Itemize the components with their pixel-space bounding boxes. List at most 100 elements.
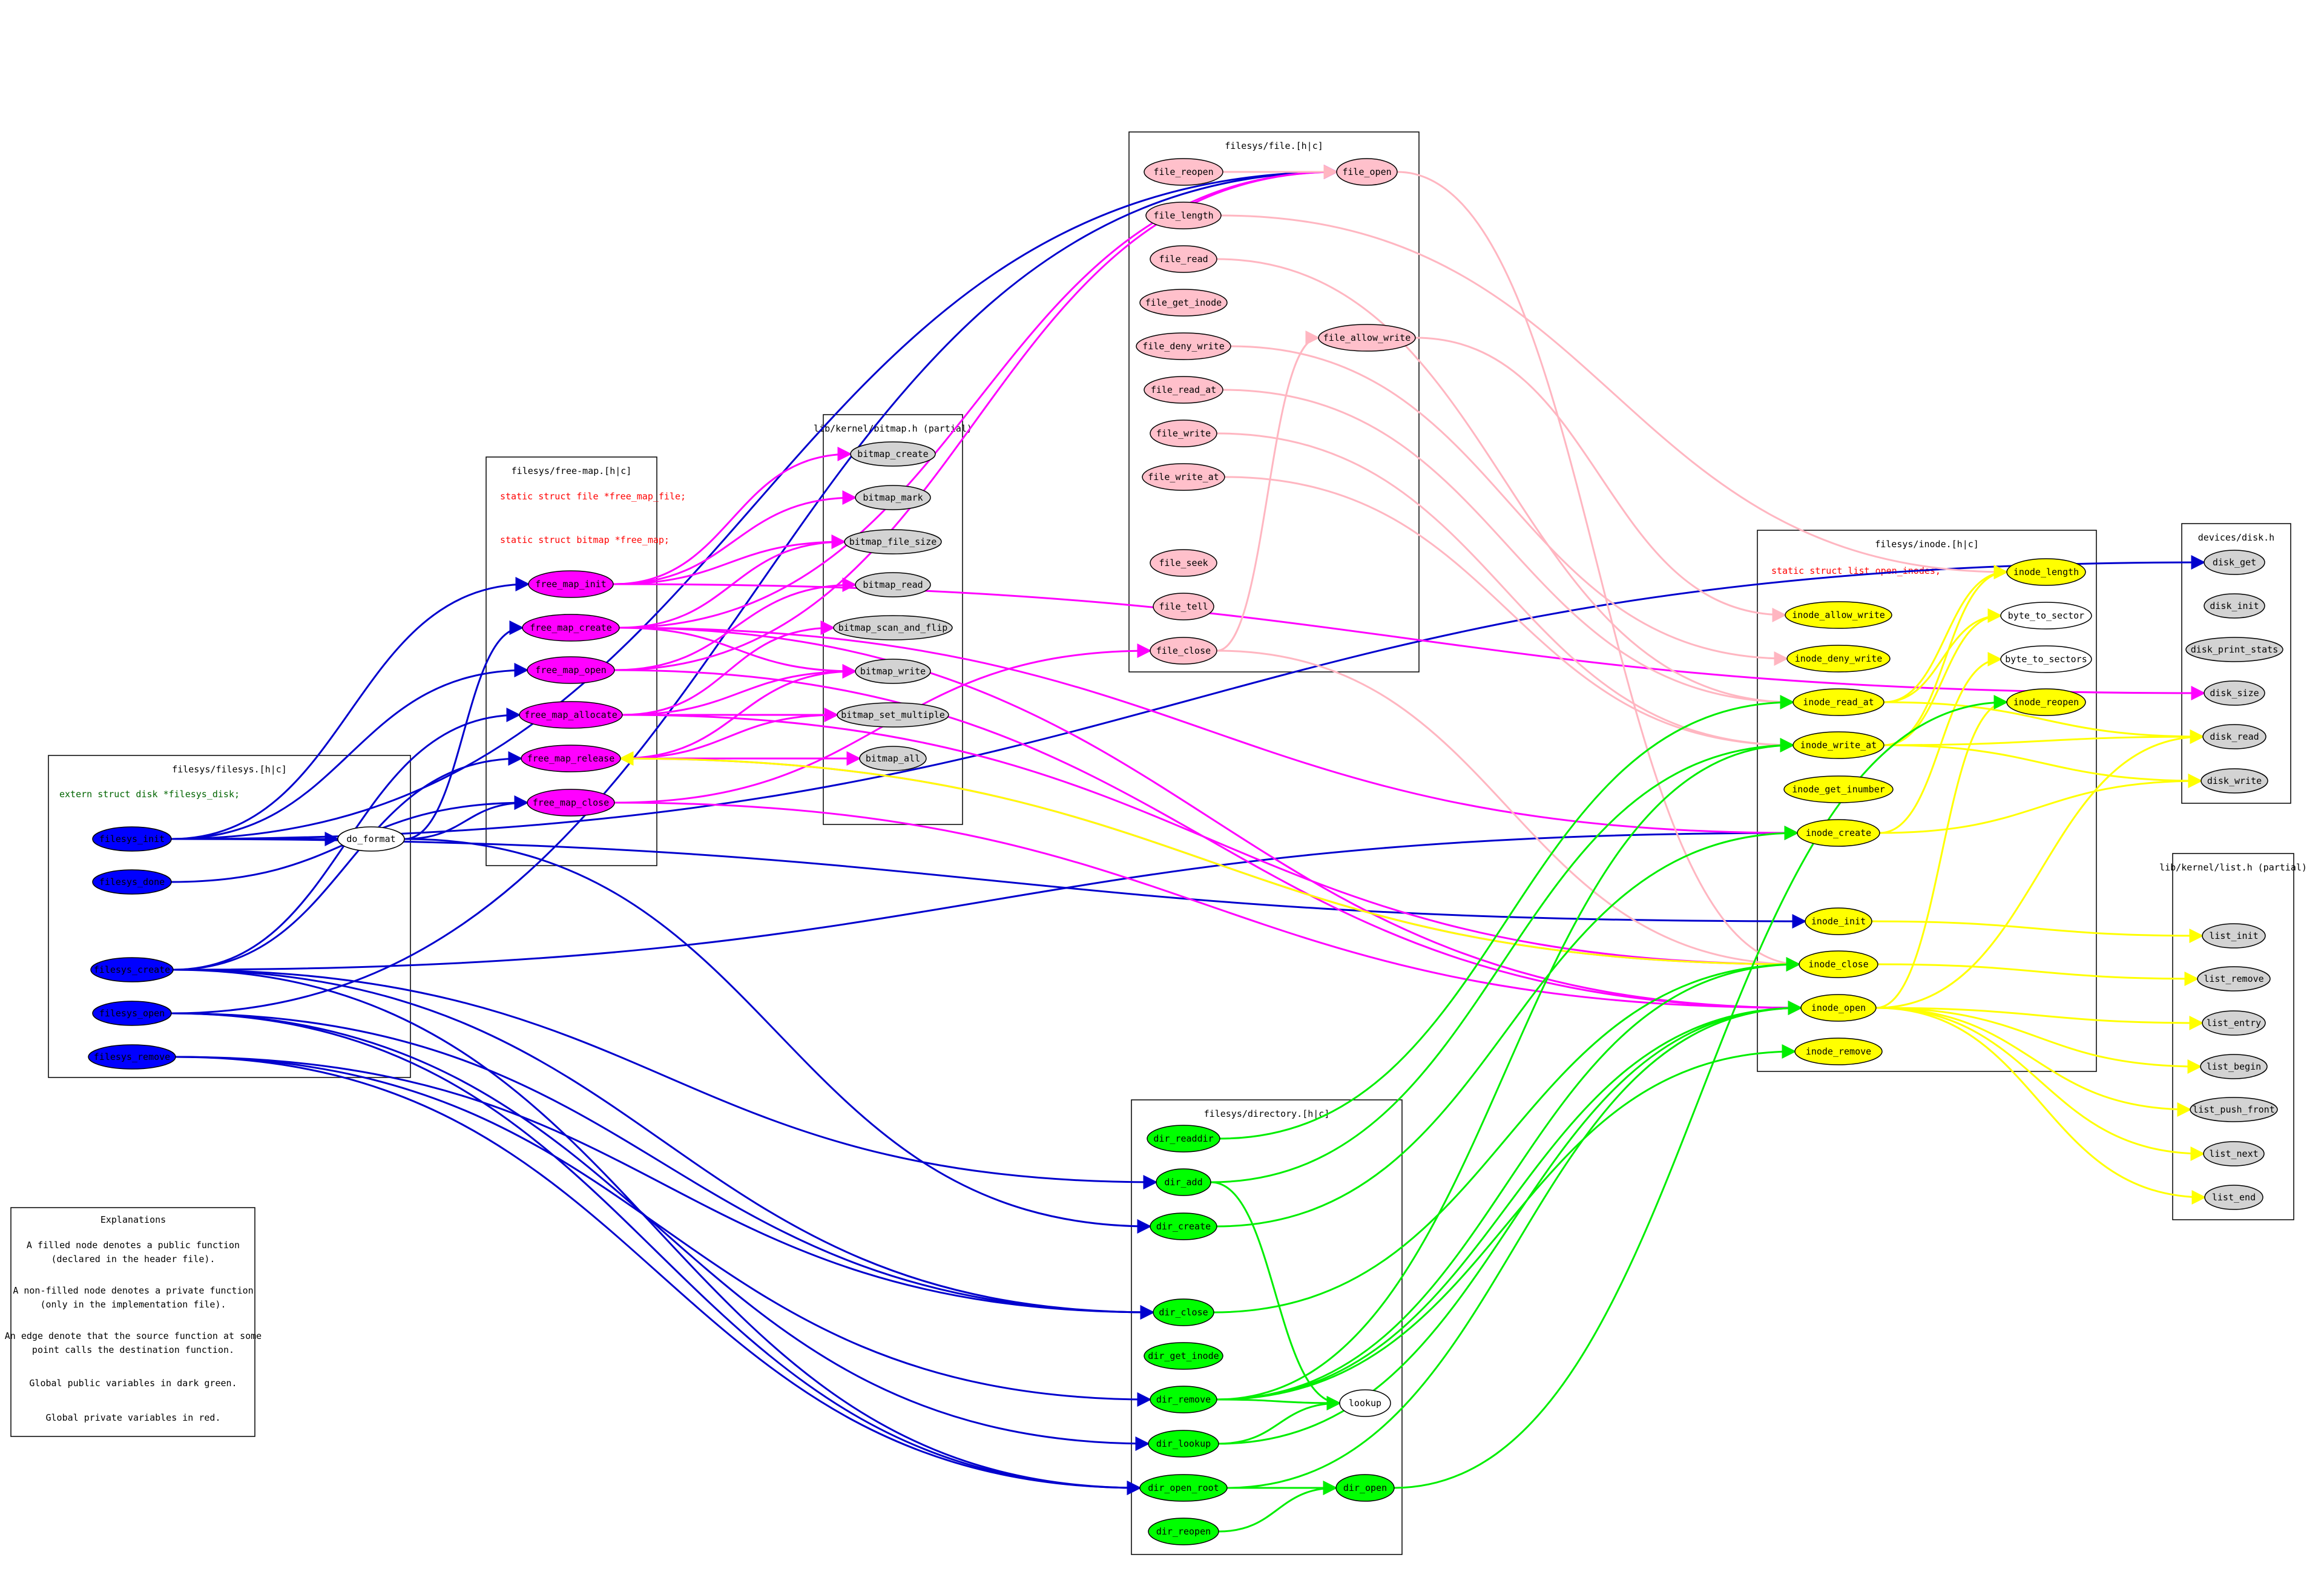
node-inode-create[interactable]: inode_create: [1797, 819, 1880, 847]
cluster-inode: filesys/inode.[h|c]static struct list op…: [1757, 530, 2097, 1072]
node-inode-get-inumber[interactable]: inode_get_inumber: [1783, 775, 1894, 803]
node-shape: [1150, 1386, 1217, 1413]
node-file-read[interactable]: file_read: [1150, 245, 1217, 273]
node-free-map-close[interactable]: free_map_close: [527, 789, 615, 817]
node-label: bitmap_all: [866, 753, 920, 764]
node-bitmap-scan-and-flip[interactable]: bitmap_scan_and_flip: [833, 615, 953, 640]
node-file-reopen[interactable]: file_reopen: [1144, 158, 1223, 186]
node-inode-read-at[interactable]: inode_read_at: [1792, 688, 1885, 716]
node-bitmap-set-multiple[interactable]: bitmap_set_multiple: [837, 702, 949, 728]
node-list-push-front[interactable]: list_push_front: [2190, 1097, 2278, 1122]
node-label: filesys_create: [94, 964, 170, 975]
node-disk-size[interactable]: disk_size: [2204, 680, 2265, 706]
node-dir-open[interactable]: dir_open: [1335, 1474, 1395, 1502]
node-free-map-init[interactable]: free_map_init: [528, 570, 614, 598]
node-inode-close[interactable]: inode_close: [1799, 950, 1878, 978]
node-shape: [2200, 1054, 2268, 1079]
node-shape: [1145, 202, 1222, 229]
node-file-write-at[interactable]: file_write_at: [1142, 463, 1225, 491]
node-dir-add[interactable]: dir_add: [1156, 1168, 1211, 1196]
node-file-seek[interactable]: file_seek: [1150, 549, 1217, 577]
node-bitmap-all[interactable]: bitmap_all: [859, 746, 927, 771]
node-label: bitmap_file_size: [849, 536, 937, 547]
node-label: dir_create: [1156, 1221, 1211, 1232]
edge-inode-close-to-free-map-release: [619, 751, 1800, 965]
node-shape: [2185, 637, 2283, 662]
node-inode-remove[interactable]: inode_remove: [1794, 1038, 1883, 1065]
node-label: byte_to_sector: [2008, 610, 2084, 621]
edge-do-format-to-free-map-create: [404, 620, 524, 840]
node-disk-get[interactable]: disk_get: [2204, 550, 2265, 575]
node-bitmap-read[interactable]: bitmap_read: [855, 572, 931, 597]
edge-filesys-remove-to-dir-close: [175, 1056, 1155, 1320]
global-variable: static struct bitmap *free_map;: [500, 535, 670, 545]
node-inode-deny-write[interactable]: inode_deny_write: [1786, 645, 1891, 673]
node-filesys-done[interactable]: filesys_done: [92, 869, 172, 895]
node-dir-lookup[interactable]: dir_lookup: [1148, 1430, 1219, 1458]
node-file-deny-write[interactable]: file_deny_write: [1136, 332, 1231, 360]
node-file-close[interactable]: file_close: [1150, 637, 1217, 665]
node-byte-to-sectors[interactable]: byte_to_sectors: [2000, 645, 2092, 673]
node-shape: [2201, 768, 2268, 794]
node-label: dir_close: [1159, 1307, 1208, 1318]
cluster-file: filesys/file.[h|c]: [1128, 131, 1420, 673]
node-disk-print-stats[interactable]: disk_print_stats: [2185, 637, 2283, 662]
node-list-entry[interactable]: list_entry: [2202, 1010, 2266, 1036]
node-shape: [2202, 1010, 2266, 1036]
node-inode-reopen[interactable]: inode_reopen: [2006, 688, 2086, 716]
node-free-map-open[interactable]: free_map_open: [527, 656, 615, 684]
node-do-format[interactable]: do_format: [337, 826, 405, 852]
edge-dir-remove-to-inode-close: [1216, 957, 1801, 1401]
node-filesys-open[interactable]: filesys_open: [92, 1001, 172, 1026]
node-list-init[interactable]: list_init: [2202, 923, 2266, 949]
node-label: file_seek: [1159, 558, 1208, 568]
node-list-next[interactable]: list_next: [2203, 1141, 2265, 1166]
node-inode-write-at[interactable]: inode_write_at: [1792, 731, 1885, 759]
node-label: inode_read_at: [1803, 697, 1874, 708]
node-dir-get-inode[interactable]: dir_get_inode: [1144, 1342, 1223, 1370]
node-free-map-create[interactable]: free_map_create: [522, 614, 620, 642]
node-disk-write[interactable]: disk_write: [2201, 768, 2268, 794]
node-inode-length[interactable]: inode_length: [2006, 558, 2086, 586]
node-label: file_close: [1156, 645, 1211, 656]
node-filesys-remove[interactable]: filesys_remove: [88, 1044, 176, 1070]
node-inode-open[interactable]: inode_open: [1800, 994, 1877, 1022]
node-dir-open-root[interactable]: dir_open_root: [1139, 1474, 1228, 1502]
node-free-map-allocate[interactable]: free_map_allocate: [519, 701, 623, 729]
node-bitmap-mark[interactable]: bitmap_mark: [855, 485, 931, 510]
node-shape: [2204, 1185, 2263, 1210]
node-free-map-release[interactable]: free_map_release: [521, 745, 621, 772]
node-dir-readdir[interactable]: dir_readdir: [1147, 1125, 1220, 1153]
node-dir-remove[interactable]: dir_remove: [1150, 1386, 1217, 1413]
node-label: dir_open_root: [1148, 1482, 1219, 1493]
node-file-allow-write[interactable]: file_allow_write: [1318, 324, 1416, 352]
node-list-end[interactable]: list_end: [2204, 1185, 2263, 1210]
node-label: file_get_inode: [1145, 297, 1222, 308]
node-file-open[interactable]: file_open: [1336, 158, 1398, 186]
node-dir-close[interactable]: dir_close: [1153, 1298, 1214, 1326]
node-disk-init[interactable]: disk_init: [2204, 593, 2265, 619]
node-filesys-init[interactable]: filesys_init: [92, 826, 172, 852]
node-list-begin[interactable]: list_begin: [2200, 1054, 2268, 1079]
node-bitmap-create[interactable]: bitmap_create: [850, 441, 936, 467]
node-file-write[interactable]: file_write: [1150, 419, 1217, 447]
node-dir-create[interactable]: dir_create: [1150, 1212, 1217, 1240]
node-list-remove[interactable]: list_remove: [2197, 966, 2271, 992]
node-file-read-at[interactable]: file_read_at: [1144, 376, 1223, 404]
explanations-border: [10, 1207, 255, 1437]
node-shape: [1335, 1474, 1395, 1502]
node-inode-init[interactable]: inode_init: [1805, 907, 1872, 935]
node-byte-to-sector[interactable]: byte_to_sector: [2000, 602, 2092, 630]
edge-free-map-create-to-bitmap-write: [619, 627, 857, 679]
node-filesys-create[interactable]: filesys_create: [90, 957, 174, 982]
node-bitmap-write[interactable]: bitmap_write: [855, 659, 931, 684]
node-file-length[interactable]: file_length: [1145, 202, 1222, 229]
node-lookup[interactable]: lookup: [1339, 1389, 1391, 1417]
node-disk-read[interactable]: disk_read: [2202, 724, 2266, 749]
node-inode-allow-write[interactable]: inode_allow_write: [1785, 601, 1892, 629]
node-file-tell[interactable]: file_tell: [1153, 593, 1214, 620]
node-bitmap-file-size[interactable]: bitmap_file_size: [844, 529, 942, 554]
node-file-get-inode[interactable]: file_get_inode: [1139, 289, 1228, 317]
edge-free-map-init-to-bitmap-mark: [613, 490, 857, 585]
node-dir-reopen[interactable]: dir_reopen: [1148, 1518, 1219, 1545]
